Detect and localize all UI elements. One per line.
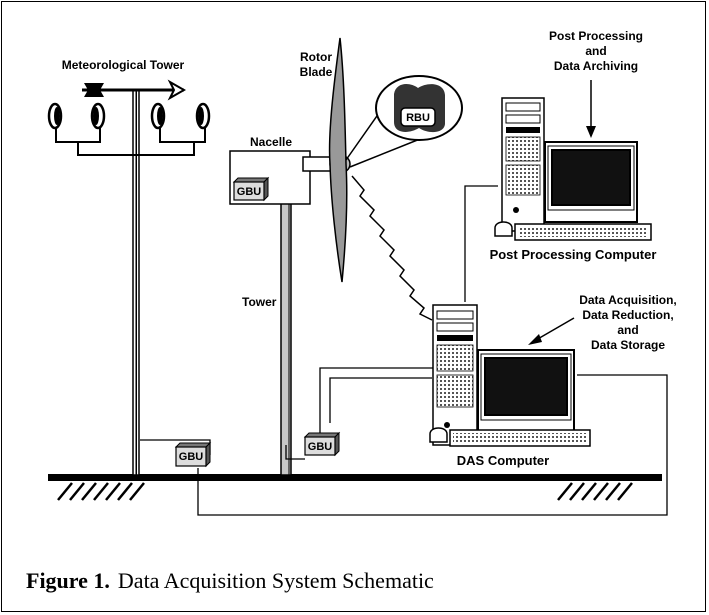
das-annotation-3: and: [617, 323, 638, 337]
das-computer-label: DAS Computer: [457, 453, 549, 468]
post-processing-annotation-1: Post Processing: [549, 29, 643, 43]
gbu-label: GBU: [237, 186, 262, 198]
rbu-callout: RBU: [345, 75, 463, 168]
rbu-label: RBU: [406, 112, 430, 124]
rotor-blade-label-2: Blade: [300, 65, 333, 79]
turbine-tower: [280, 194, 292, 476]
wireless-link: [351, 175, 433, 321]
meteorological-tower: [47, 79, 211, 476]
gbu-label: GBU: [179, 451, 204, 463]
post-processing-computer: [494, 97, 652, 241]
gbu-box-tower-base: GBU: [303, 431, 341, 457]
anemometer-icon: [47, 102, 211, 130]
post-processing-annotation-3: Data Archiving: [554, 59, 638, 73]
figure-number: Figure 1.: [26, 568, 110, 593]
data-cables: [140, 185, 668, 516]
gbu-box-nacelle: GBU: [232, 176, 270, 202]
wind-vane-icon: [82, 79, 187, 101]
das-annotation-1: Data Acquisition,: [579, 293, 677, 307]
rotor-blade: [328, 37, 348, 283]
tower-label: Tower: [242, 295, 277, 309]
gbu-label: GBU: [308, 441, 333, 453]
das-annotation-4: Data Storage: [591, 338, 665, 352]
post-processing-annotation-2: and: [585, 44, 606, 58]
nacelle-label: Nacelle: [250, 135, 292, 149]
gbu-box-met-tower: GBU: [174, 441, 212, 468]
das-annotation-2: Data Reduction,: [582, 308, 673, 322]
annotation-arrows: [528, 80, 596, 345]
figure-caption: Figure 1. Data Acquisition System Schemat…: [26, 568, 434, 594]
das-computer: [429, 304, 591, 447]
rotor-blade-label-1: Rotor: [300, 50, 332, 64]
post-processing-computer-label: Post Processing Computer: [490, 247, 657, 262]
met-tower-label: Meteorological Tower: [62, 58, 185, 72]
figure-title: Data Acquisition System Schematic: [117, 568, 434, 593]
ground: [48, 474, 662, 501]
